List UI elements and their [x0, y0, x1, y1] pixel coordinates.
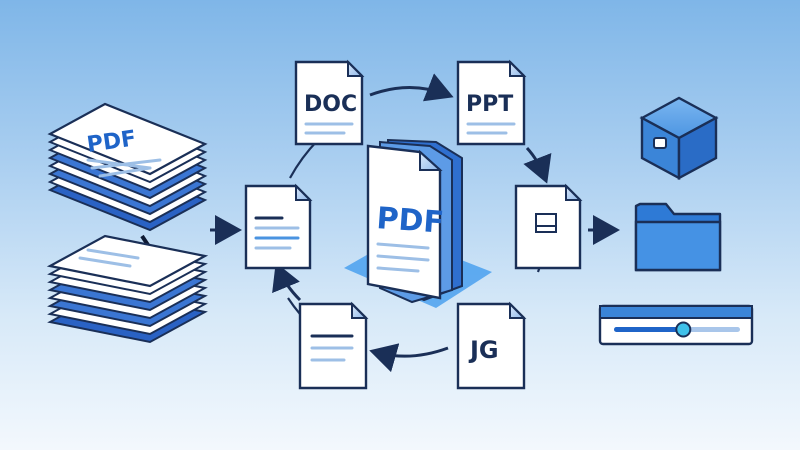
- doc-label: DOC: [304, 92, 357, 117]
- slider-icon: [598, 304, 754, 346]
- upper-stack: PDF: [47, 102, 208, 232]
- arrow-icon: [272, 262, 302, 302]
- ppt-file-icon: PPT: [456, 59, 527, 146]
- image-glyph-icon: [535, 213, 557, 233]
- lower-stack: [46, 234, 209, 344]
- arrow-icon: [369, 73, 454, 102]
- cube-icon: [639, 96, 719, 181]
- arrow-icon: [523, 146, 552, 184]
- jpg-file-icon: JG: [456, 301, 527, 390]
- pdf-stack-icon: PDF: [46, 102, 209, 344]
- center-pdf-label: PDF: [375, 201, 445, 241]
- arrow-icon: [369, 343, 449, 373]
- text-file-icon: [244, 183, 313, 270]
- doc-file-icon: DOC: [294, 59, 365, 146]
- jpg-label: JG: [468, 336, 499, 364]
- slider-fill: [614, 327, 684, 332]
- image-file-icon: [514, 183, 583, 270]
- slider-knob: [675, 321, 692, 338]
- center-pdf-icon: PDF: [344, 138, 492, 308]
- folder-icon: [634, 202, 722, 272]
- ppt-label: PPT: [466, 92, 513, 117]
- text-file-icon: [298, 301, 369, 390]
